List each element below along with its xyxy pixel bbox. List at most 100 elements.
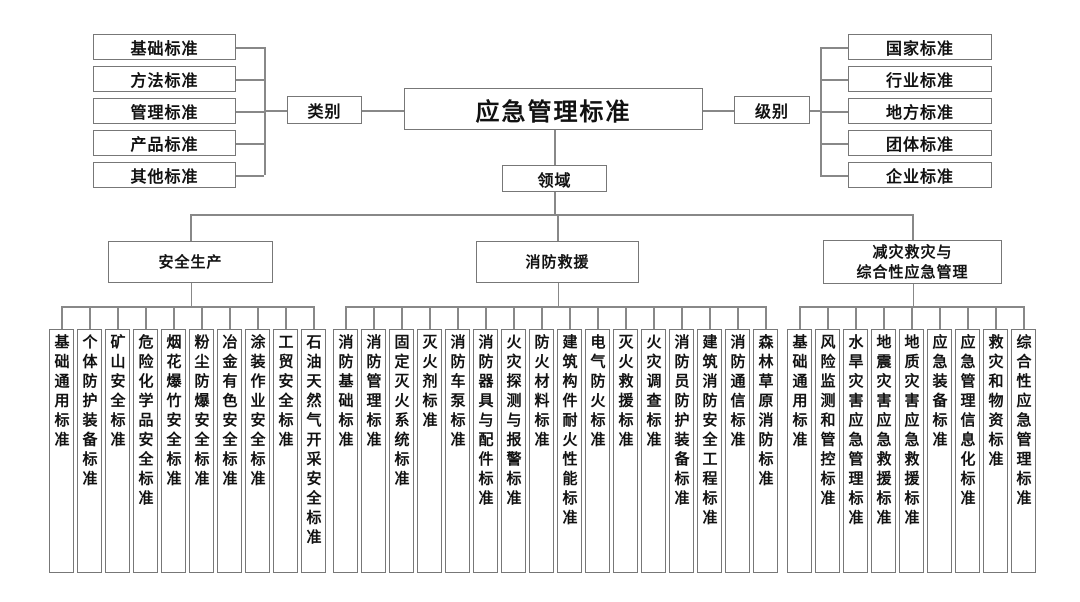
leaf-standard-label: 烟花爆竹安全标准 — [164, 334, 183, 490]
main-title-label: 应急管理标准 — [475, 97, 632, 126]
leaf-standard: 应急管理信息化标准 — [955, 329, 980, 573]
leaf-standard: 综合性应急管理标准 — [1011, 329, 1036, 573]
leaf-standard-label: 建筑消防安全工程标准 — [700, 334, 719, 529]
connector-line — [541, 306, 543, 329]
leaf-standard-label: 应急管理信息化标准 — [958, 334, 977, 510]
connector-line — [345, 306, 767, 308]
leaf-standard: 工贸安全标准 — [273, 329, 298, 573]
connector-line — [820, 47, 848, 49]
level-item-label: 地方标准 — [885, 103, 954, 122]
leaf-standard-label: 地质灾害应急救援标准 — [902, 334, 921, 529]
connector-line — [855, 306, 857, 329]
domain-group-2-label: 减灾救灾与 综合性应急管理 — [856, 243, 969, 281]
connector-line — [810, 110, 820, 112]
leaf-standard: 消防员防护装备标准 — [669, 329, 694, 573]
domain-group-2: 减灾救灾与 综合性应急管理 — [823, 240, 1002, 284]
connector-line — [61, 306, 63, 329]
leaf-standard: 消防基础标准 — [333, 329, 358, 573]
connector-line — [345, 306, 347, 329]
leaf-standard: 固定灭火系统标准 — [389, 329, 414, 573]
leaf-standard: 基础通用标准 — [787, 329, 812, 573]
connector-line — [709, 306, 711, 329]
leaf-standard: 冶金有色安全标准 — [217, 329, 242, 573]
leaf-standard-label: 地震灾害应急救援标准 — [874, 334, 893, 529]
leaf-standard-label: 基础通用标准 — [52, 334, 71, 451]
leaf-standard-label: 危险化学品安全标准 — [136, 334, 155, 510]
connector-line — [569, 306, 571, 329]
connector-line — [285, 306, 287, 329]
leaf-standard-label: 固定灭火系统标准 — [392, 334, 411, 490]
category-item-label: 其他标准 — [130, 167, 199, 186]
leaf-standard: 应急装备标准 — [927, 329, 952, 573]
connector-line — [236, 111, 264, 113]
leaf-standard-label: 综合性应急管理标准 — [1014, 334, 1033, 510]
leaf-standard-label: 消防车泵标准 — [448, 334, 467, 451]
leaf-standard: 风险监测和管控标准 — [815, 329, 840, 573]
connector-line — [597, 306, 599, 329]
connector-line — [264, 110, 287, 112]
connector-line — [257, 306, 259, 329]
level-item: 地方标准 — [848, 98, 992, 124]
leaf-standard-label: 消防管理标准 — [364, 334, 383, 451]
leaf-standard-label: 电气防火标准 — [588, 334, 607, 451]
category-item: 基础标准 — [93, 34, 236, 60]
category-item: 方法标准 — [93, 66, 236, 92]
domain-box: 领域 — [502, 165, 607, 192]
leaf-standard: 地震灾害应急救援标准 — [871, 329, 896, 573]
leaf-standard-label: 消防通信标准 — [728, 334, 747, 451]
leaf-standard: 防火材料标准 — [529, 329, 554, 573]
leaf-standard: 烟花爆竹安全标准 — [161, 329, 186, 573]
leaf-standard-label: 基础通用标准 — [790, 334, 809, 451]
connector-line — [554, 192, 556, 214]
leaf-standard-label: 风险监测和管控标准 — [818, 334, 837, 510]
leaf-standard: 涂装作业安全标准 — [245, 329, 270, 573]
level-item-label: 国家标准 — [885, 39, 954, 58]
connector-line — [513, 306, 515, 329]
connector-line — [89, 306, 91, 329]
connector-line — [236, 47, 264, 49]
domain-group-1-label: 消防救援 — [525, 253, 590, 271]
connector-line — [681, 306, 683, 329]
connector-line — [820, 79, 848, 81]
leaf-standard: 基础通用标准 — [49, 329, 74, 573]
connector-line — [912, 214, 914, 241]
main-title: 应急管理标准 — [404, 88, 703, 130]
connector-line — [625, 306, 627, 329]
connector-line — [401, 306, 403, 329]
leaf-standard: 森林草原消防标准 — [753, 329, 778, 573]
level-item-label: 团体标准 — [885, 135, 954, 154]
connector-line — [703, 110, 734, 112]
leaf-standard-label: 森林草原消防标准 — [756, 334, 775, 490]
leaf-standard-label: 涂装作业安全标准 — [248, 334, 267, 490]
leaf-standard-label: 应急装备标准 — [930, 334, 949, 451]
level-item-label: 行业标准 — [885, 71, 954, 90]
level-box-label: 级别 — [754, 102, 789, 121]
leaf-standard: 消防器具与配件标准 — [473, 329, 498, 573]
connector-line — [911, 306, 913, 329]
connector-line — [995, 306, 997, 329]
connector-line — [967, 306, 969, 329]
leaf-standard-label: 石油天然气开采安全标准 — [304, 334, 323, 549]
connector-line — [827, 306, 829, 329]
leaf-standard: 石油天然气开采安全标准 — [301, 329, 326, 573]
connector-line — [820, 175, 848, 177]
connector-line — [820, 143, 848, 145]
leaf-standard: 建筑消防安全工程标准 — [697, 329, 722, 573]
leaf-standard: 救灾和物资标准 — [983, 329, 1008, 573]
connector-line — [883, 306, 885, 329]
connector-line — [1023, 306, 1025, 329]
level-item: 企业标准 — [848, 162, 992, 188]
leaf-standard-label: 火灾探测与报警标准 — [504, 334, 523, 510]
connector-line — [236, 143, 264, 145]
category-box-label: 类别 — [307, 102, 342, 121]
level-item: 国家标准 — [848, 34, 992, 60]
leaf-standard-label: 灭火剂标准 — [420, 334, 439, 432]
connector-line — [190, 214, 912, 216]
connector-line — [912, 284, 914, 306]
leaf-standard-label: 火灾调查标准 — [644, 334, 663, 451]
leaf-standard-label: 水旱灾害应急管理标准 — [846, 334, 865, 529]
leaf-standard: 火灾探测与报警标准 — [501, 329, 526, 573]
connector-line — [485, 306, 487, 329]
leaf-standard-label: 灭火救援标准 — [616, 334, 635, 451]
